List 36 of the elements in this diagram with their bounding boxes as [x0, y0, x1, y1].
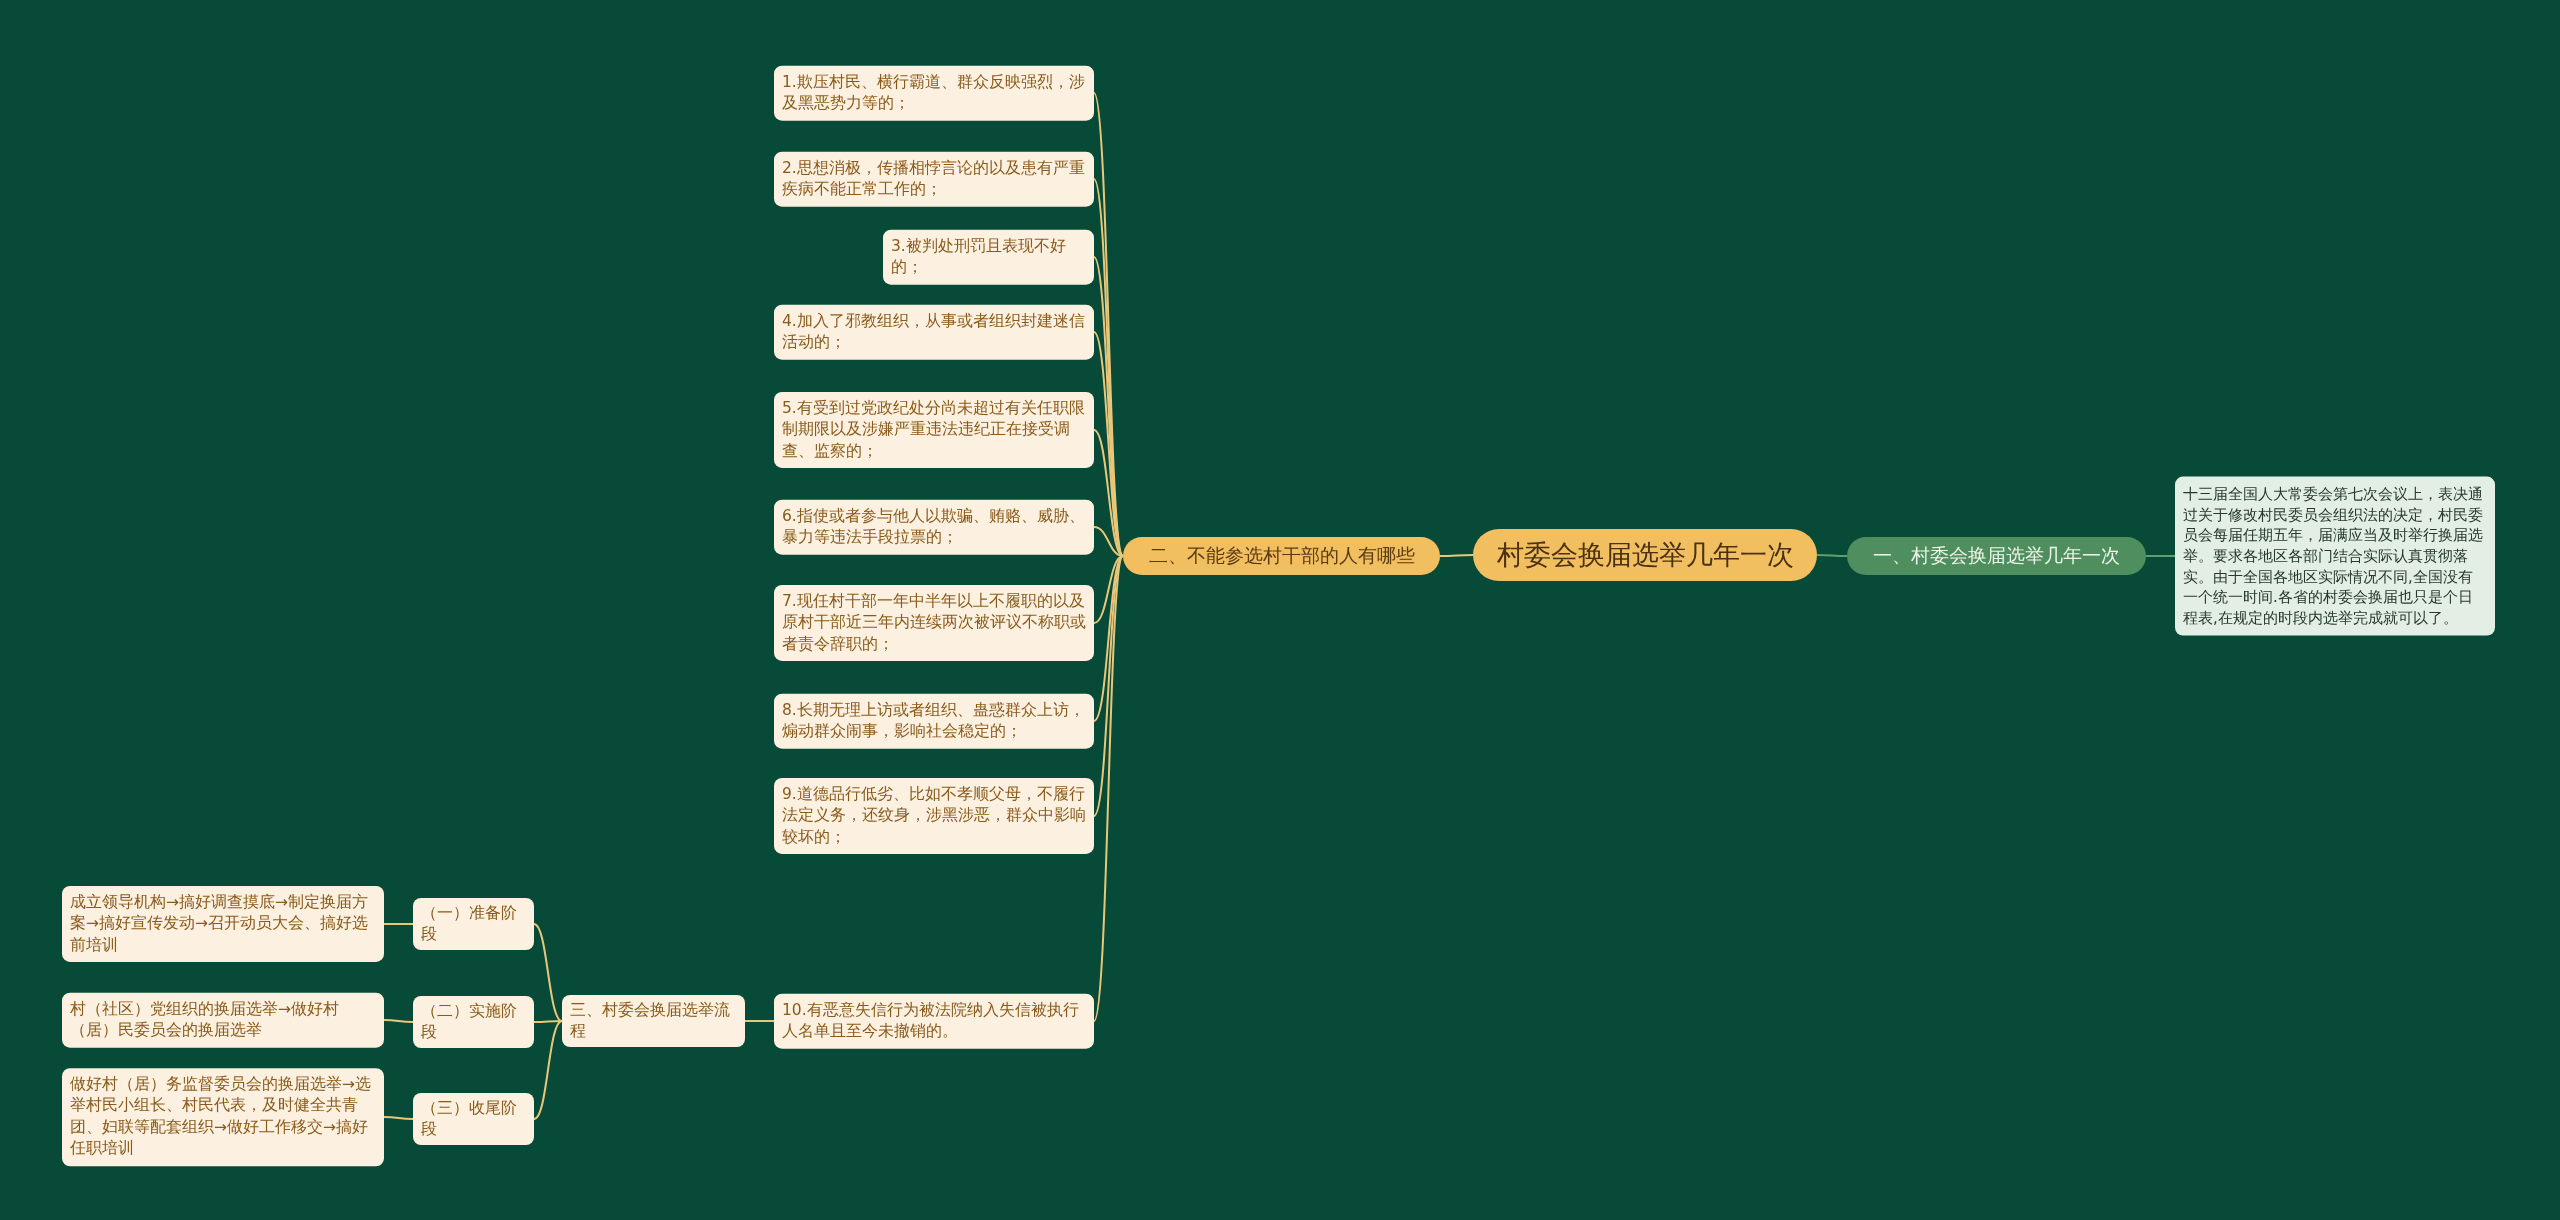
connector-line — [533, 923, 563, 1022]
leaf-card: 8.长期无理上访或者组织、蛊惑群众上访，煽动群众闹事，影响社会稳定的； — [774, 693, 1094, 749]
leaf-card: 5.有受到过党政纪处分尚未超过有关任职限制期限以及涉嫌严重违法违纪正在接受调查、监察的； — [774, 391, 1094, 469]
leaf-card: 村（社区）党组织的换届选举→做好村（居）民委员会的换届选举 — [62, 992, 384, 1048]
connector-line — [1439, 554, 1474, 557]
leaf-card: 1.欺压村民、横行霸道、群众反映强烈，涉及黑恶势力等的； — [774, 65, 1094, 121]
connector-line — [1093, 555, 1124, 817]
connector-line — [533, 1020, 563, 1023]
connector-line — [744, 1020, 775, 1022]
connector-line — [2145, 555, 2176, 557]
branch-topic: 二、不能参选村干部的人有哪些 — [1123, 537, 1440, 575]
connector-line — [1093, 526, 1124, 557]
subtopic-card: （一）准备阶段 — [413, 898, 534, 950]
subtopic-card: （二）实施阶段 — [413, 996, 534, 1048]
leaf-card: 6.指使或者参与他人以欺骗、贿赂、威胁、暴力等违法手段拉票的； — [774, 499, 1094, 555]
connector-line — [383, 1019, 414, 1023]
subtopic-card: （三）收尾阶段 — [413, 1093, 534, 1145]
branch-topic: 一、村委会换届选举几年一次 — [1847, 537, 2146, 575]
leaf-card: 3.被判处刑罚且表现不好的； — [883, 229, 1094, 285]
leaf-card: 2.思想消极，传播相悖言论的以及患有严重疾病不能正常工作的； — [774, 151, 1094, 207]
connector-line — [1816, 554, 1848, 557]
leaf-card: 4.加入了邪教组织，从事或者组织封建迷信活动的； — [774, 304, 1094, 360]
leaf-card: 7.现任村干部一年中半年以上不履职的以及原村干部近三年内连续两次被评议不称职或者责令辞职的； — [774, 584, 1094, 662]
connector-line — [383, 923, 414, 925]
connector-line — [533, 1020, 563, 1120]
connector-line — [1093, 555, 1124, 722]
leaf-card: 做好村（居）务监督委员会的换届选举→选举村民小组长、村民代表，及时健全共青团、妇联等配套组织→做好工作移交→搞好任职培训 — [62, 1068, 384, 1166]
connector-line — [383, 1116, 414, 1120]
leaf-card: 9.道德品行低劣、比如不孝顺父母，不履行法定义务，还纹身，涉黑涉恶，群众中影响较坏的； — [774, 777, 1094, 855]
subtopic-card: 三、村委会换届选举流程 — [562, 995, 745, 1047]
note-card: 十三届全国人大常委会第七次会议上，表决通过关于修改村民委员会组织法的决定，村民委员会每届任期五年，届满应当及时举行换届选举。要求各地区各部门结合实际认真贯彻落实。由于全国各地区实际情况不同,全国没有一个统一时间.各省的村委会换届也只是个日程表,在规定的时段内选举完成就可以了。 — [2175, 476, 2495, 636]
central-topic: 村委会换届选举几年一次 — [1473, 529, 1817, 581]
connector-line — [1093, 555, 1124, 1022]
leaf-card: 10.有恶意失信行为被法院纳入失信被执行人名单且至今未撤销的。 — [774, 993, 1094, 1049]
connector-line — [1093, 429, 1124, 557]
leaf-card: 成立领导机构→搞好调查摸底→制定换届方案→搞好宣传发动→召开动员大会、搞好选前培训 — [62, 885, 384, 963]
